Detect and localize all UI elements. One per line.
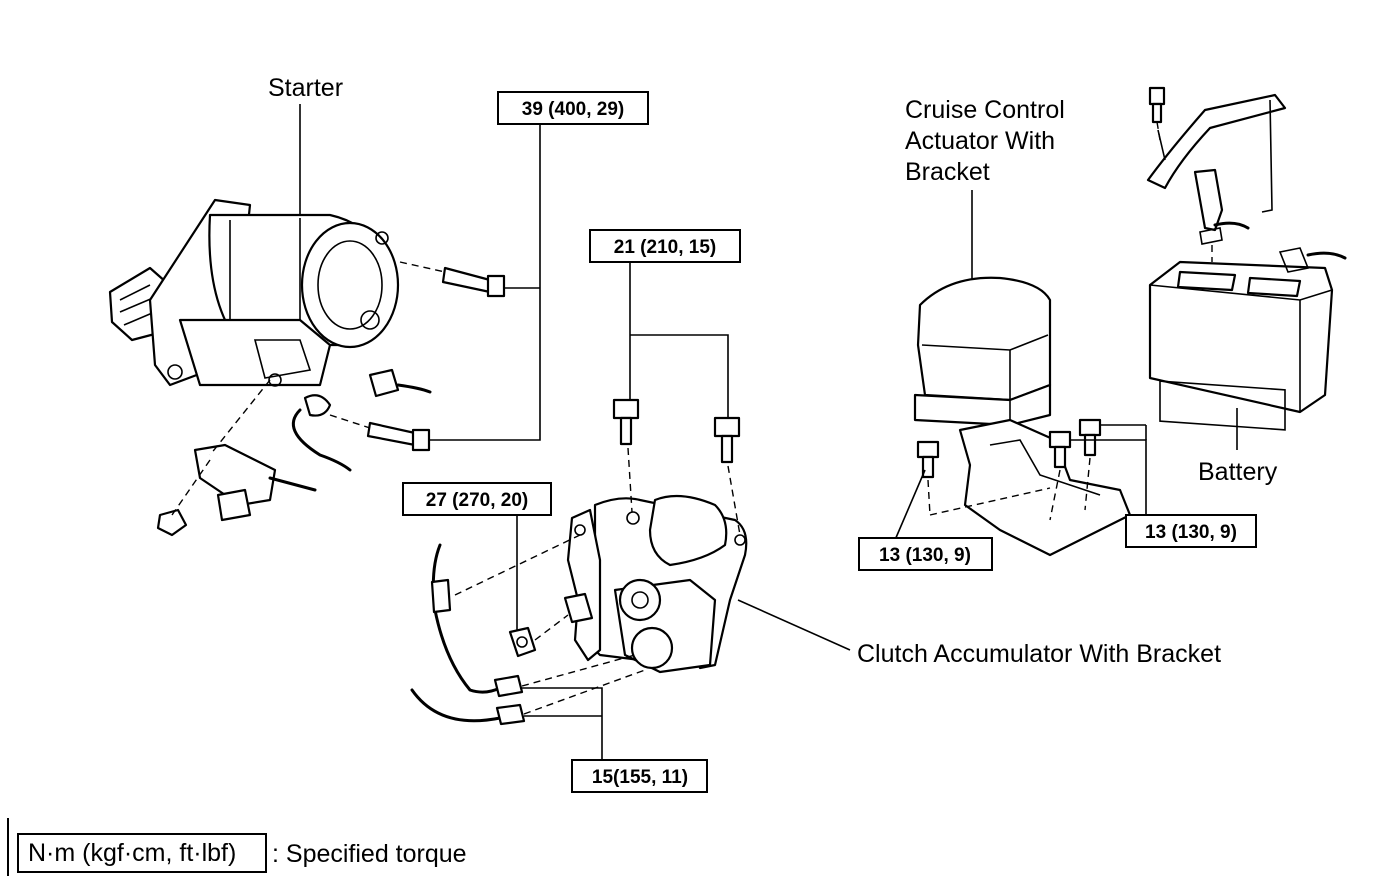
battery [1148, 247, 1347, 431]
clutch-accumulator-label: Clutch Accumulator With Bracket [857, 640, 1221, 668]
actuator-bolt-left [916, 440, 940, 479]
legend-unit: N·m (kgf·cm, ft·lbf) [28, 839, 236, 867]
torque-box-nut [402, 482, 552, 516]
clutch-tubes [410, 543, 526, 726]
starter-wiring [156, 368, 432, 537]
battery-clamp [1146, 86, 1287, 245]
starter-upper-bolt [441, 266, 506, 298]
actuator-bolt-right [1078, 418, 1102, 457]
torque-value-unions: 15(155, 11) [592, 767, 688, 788]
accumulator-bolt-right [713, 416, 741, 464]
torque-box-actuator-left [858, 537, 993, 571]
torque-box-unions [571, 759, 708, 793]
cruise-control-actuator [913, 276, 1132, 557]
torque-box-starter [497, 91, 649, 125]
torque-value-starter: 39 (400, 29) [522, 99, 624, 120]
starter-label: Starter [268, 74, 343, 102]
accumulator-nut [508, 626, 537, 658]
torque-box-accumulator [589, 229, 741, 263]
cruise-actuator-label-line2: Actuator With [905, 127, 1055, 155]
legend-description: : Specified torque [272, 840, 467, 868]
torque-box-actuator-right [1125, 514, 1257, 548]
clutch-accumulator [563, 494, 748, 674]
starter-motor [108, 198, 400, 387]
battery-label: Battery [1198, 458, 1278, 486]
starter-lower-bolt [366, 421, 431, 452]
accumulator-bolt-left [612, 398, 640, 446]
cruise-actuator-label-line3: Bracket [905, 158, 990, 186]
legend-unit-box [17, 833, 267, 873]
torque-value-accumulator: 21 (210, 15) [614, 237, 716, 258]
torque-value-nut: 27 (270, 20) [426, 490, 528, 511]
torque-value-actuator-left: 13 (130, 9) [879, 545, 971, 566]
cruise-actuator-label-line1: Cruise Control [905, 96, 1065, 124]
torque-value-actuator-right: 13 (130, 9) [1145, 522, 1237, 543]
